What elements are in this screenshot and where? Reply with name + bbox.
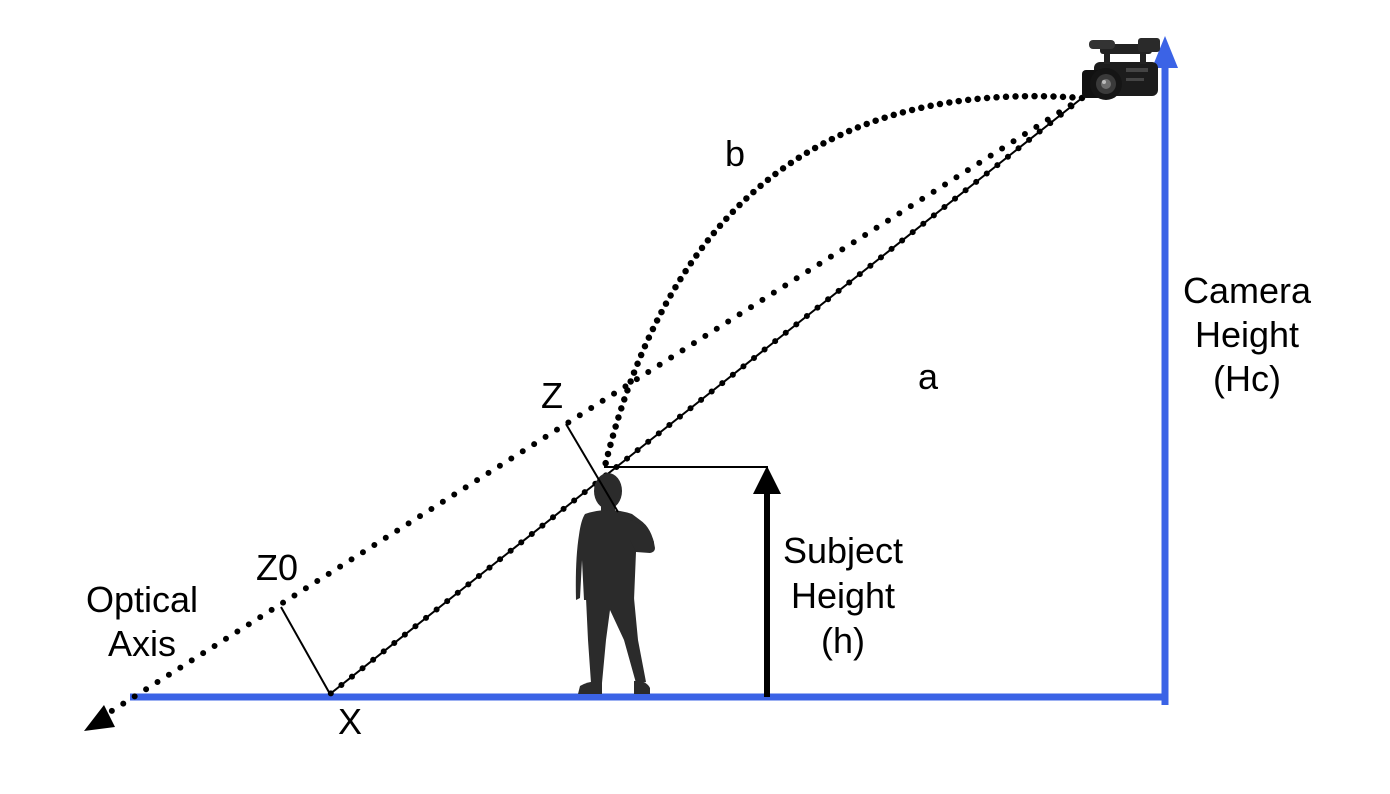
subject-height-label-line3: (h)	[821, 620, 865, 661]
solid-ray-line	[329, 97, 1083, 695]
subject-height-arrowhead	[753, 466, 781, 494]
optical-axis-label-line1: Optical	[86, 579, 198, 620]
optical-axis-arrowhead	[84, 705, 115, 731]
optical-axis-label-line2: Axis	[108, 623, 176, 664]
z-marker-line	[565, 423, 619, 513]
subject-height-label-line2: Height	[791, 575, 895, 616]
z0-label: Z0	[256, 547, 298, 588]
x-label: X	[338, 701, 362, 742]
video-camera-icon	[1082, 38, 1160, 100]
person-silhouette-icon	[575, 473, 655, 694]
arc-b	[600, 92, 1086, 474]
optical-axis-line	[107, 95, 1085, 715]
b-label: b	[725, 133, 745, 174]
camera-height-label-line1: Camera	[1183, 270, 1312, 311]
camera-height-label-line3: (Hc)	[1213, 358, 1281, 399]
z0-marker-line	[280, 606, 331, 695]
z-label: Z	[541, 375, 563, 416]
camera-height-label-line2: Height	[1195, 314, 1299, 355]
subject-height-label-line1: Subject	[783, 530, 903, 571]
a-label: a	[918, 356, 939, 397]
camera-height-arrowhead	[1152, 36, 1178, 68]
